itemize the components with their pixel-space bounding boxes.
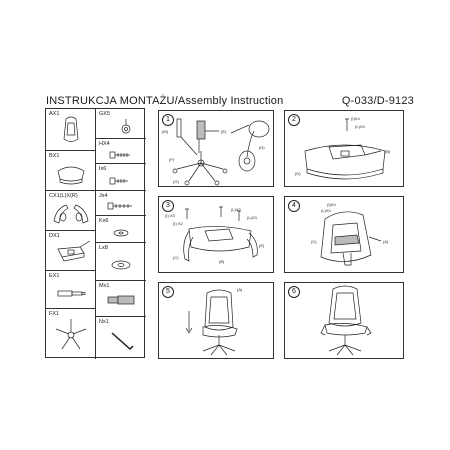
part-f-cell: FX1 (46, 309, 96, 359)
part-n-cell: Nx1 (96, 317, 146, 359)
star-base-icon (55, 319, 87, 350)
part-label: EX1 (49, 273, 60, 279)
part-label: HX4 (99, 141, 110, 147)
step-number: 1 (162, 114, 174, 126)
callout: (I) X3 (165, 213, 175, 218)
model-number: Q-033/D-9123 (341, 95, 414, 107)
step-number: 2 (288, 114, 300, 126)
page-title: INSTRUKCJA MONTAŻU/Assembly Instruction (46, 95, 284, 107)
callout: (I)X4 (327, 202, 336, 207)
callout: (B) (219, 259, 225, 264)
callout: (G) (173, 179, 179, 184)
callout: (F) (169, 157, 175, 162)
part-l-cell: Lx8 (96, 243, 146, 281)
part-j-cell: Jx4 (96, 191, 146, 216)
caster-icon (121, 119, 131, 134)
parts-list: AX1 GX5 HX4 BX1 Ix6 CX1(L)X(R) (45, 108, 146, 359)
part-c-cell: CX1(L)X(R) (46, 191, 96, 231)
callout: (C) (311, 239, 317, 244)
callout: (L)X3 (247, 215, 257, 220)
washer-icon (113, 229, 129, 237)
part-b-cell: BX1 (46, 151, 96, 191)
step-number: 5 (162, 286, 174, 298)
bolt-icon (107, 202, 132, 210)
backrest-assembly-diagram (320, 211, 382, 266)
callout: (A) (383, 239, 389, 244)
base-assembly-diagram (172, 118, 270, 186)
callout: (L)X4 (355, 124, 365, 129)
part-label: Mx1 (99, 283, 110, 289)
step-number: 6 (288, 286, 300, 298)
callout: (L)X4 (321, 208, 331, 213)
part-e-cell: EX1 (46, 271, 96, 309)
cover-tube-icon (107, 295, 135, 305)
part-d-cell: DX1 (46, 231, 96, 271)
part-label: DX1 (49, 233, 60, 239)
callout: (A) (237, 287, 243, 292)
callout: (E) (221, 129, 227, 134)
step-5-panel: 5 (A) (158, 282, 274, 359)
part-m-cell: Mx1 (96, 281, 146, 317)
part-label: Jx4 (99, 193, 108, 199)
finished-chair-diagram (320, 285, 372, 356)
callout: (I)X4 (351, 116, 360, 121)
part-label: Ix6 (99, 166, 107, 172)
part-label: CX1(L)X(R) (49, 193, 78, 199)
part-a-cell: AX1 (46, 109, 96, 151)
part-label: BX1 (49, 153, 60, 159)
part-label: GX5 (99, 111, 111, 117)
step-number: 3 (162, 200, 174, 212)
armrest-assembly-diagram (183, 206, 258, 262)
part-label: Nx1 (99, 319, 109, 325)
step-4-panel: 4 (I)X4 (L)X4 (C) (A) (284, 196, 404, 273)
gas-lift-icon (57, 290, 86, 297)
part-label: FX1 (49, 311, 60, 317)
callout: (C) (173, 255, 179, 260)
backrest-icon (63, 116, 79, 142)
step-6-panel: 6 (284, 282, 404, 359)
large-washer-icon (111, 260, 131, 270)
short-bolt-icon (109, 177, 128, 185)
part-label: AX1 (49, 111, 60, 117)
seat-icon (57, 166, 85, 185)
callout: (B) (385, 149, 391, 154)
part-label: Lx8 (99, 245, 108, 251)
allen-key-icon (111, 332, 134, 351)
part-g-cell: GX5 (96, 109, 146, 139)
step-number: 4 (288, 200, 300, 212)
chair-lowering-diagram (185, 289, 238, 356)
part-h-cell: HX4 (96, 139, 146, 164)
callout: (D) (259, 145, 265, 150)
long-bolt-icon (109, 151, 130, 159)
callout: (I) X2 (173, 221, 183, 226)
mechanism-icon (57, 240, 91, 262)
step-1-panel: 1 (M) (E) (F) (G) (D) (158, 110, 274, 187)
callout: (M) (162, 129, 168, 134)
step-2-panel: 2 (I)X4 (L)X4 (B) (D) (284, 110, 404, 187)
seat-mechanism-diagram (304, 118, 386, 180)
armrests-icon (53, 204, 89, 224)
step-3-panel: 3 (I) X3 (I) X2 (L)X2 (L)X3 (E) (C) (B) (158, 196, 274, 273)
callout: (E) (259, 243, 265, 248)
callout: (L)X2 (231, 207, 241, 212)
part-label: Kx6 (99, 218, 109, 224)
part-k-cell: Kx6 (96, 216, 146, 243)
callout: (D) (295, 171, 301, 176)
part-i-cell: Ix6 (96, 164, 146, 191)
